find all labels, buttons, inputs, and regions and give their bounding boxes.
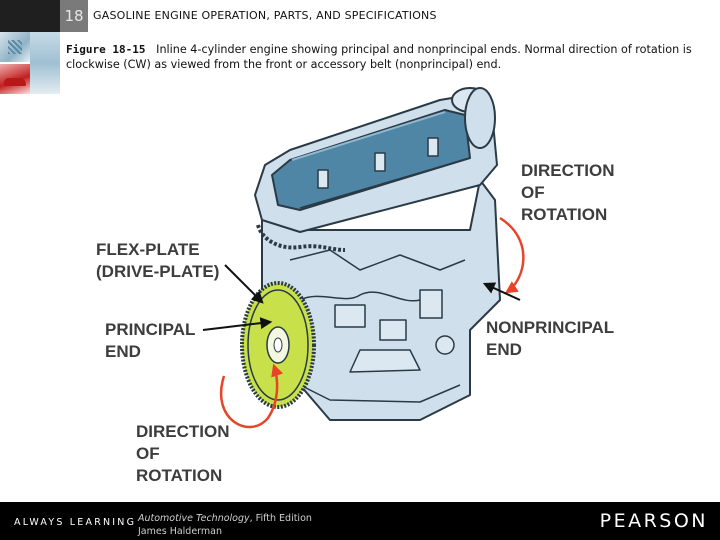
principal-end-label: PRINCIPAL END (105, 320, 196, 361)
valve-cover (254, 87, 498, 233)
figure-caption: Figure 18-15 Inline 4-cylinder engine sh… (66, 42, 706, 72)
wiring-harness (256, 224, 346, 252)
footer-bar: ALWAYS LEARNING Automotive Technology, F… (0, 502, 720, 540)
engine-thumbnail-image (0, 32, 30, 62)
figure-caption-text: Inline 4-cylinder engine showing princip… (66, 43, 692, 71)
book-credit: Automotive Technology, Fifth Edition Jam… (138, 512, 312, 538)
chapter-thumbnails (0, 32, 30, 94)
principal-end-leader (202, 317, 273, 331)
chapter-title: GASOLINE ENGINE OPERATION, PARTS, AND SP… (93, 9, 437, 22)
nonprincipal-end-label: NONPRINCIPAL END (486, 318, 615, 359)
direction-of-rotation-label-top: DIRECTION OF ROTATION (521, 161, 615, 224)
flexplate-leader (224, 264, 264, 304)
rotation-arrow-top (499, 216, 525, 294)
engine-block (261, 179, 501, 421)
header-bar (0, 0, 60, 32)
author-name: James Halderman (138, 526, 223, 537)
figure-label: Figure 18-15 (66, 43, 146, 56)
decorative-strip-image (30, 32, 60, 94)
nonprincipal-end-leader (482, 282, 521, 301)
rotation-arrow-bottom (220, 363, 284, 429)
direction-of-rotation-label-bottom: DIRECTION OF ROTATION (136, 422, 230, 485)
book-edition: , Fifth Edition (249, 513, 312, 524)
book-title: Automotive Technology (138, 513, 250, 524)
car-thumbnail-image (0, 64, 30, 94)
always-learning-text: ALWAYS LEARNING (14, 517, 137, 528)
flexplate-label: FLEX-PLATE (DRIVE-PLATE) (96, 240, 220, 281)
pearson-logo: PEARSON (599, 510, 708, 532)
chapter-number: 18 (60, 0, 88, 32)
